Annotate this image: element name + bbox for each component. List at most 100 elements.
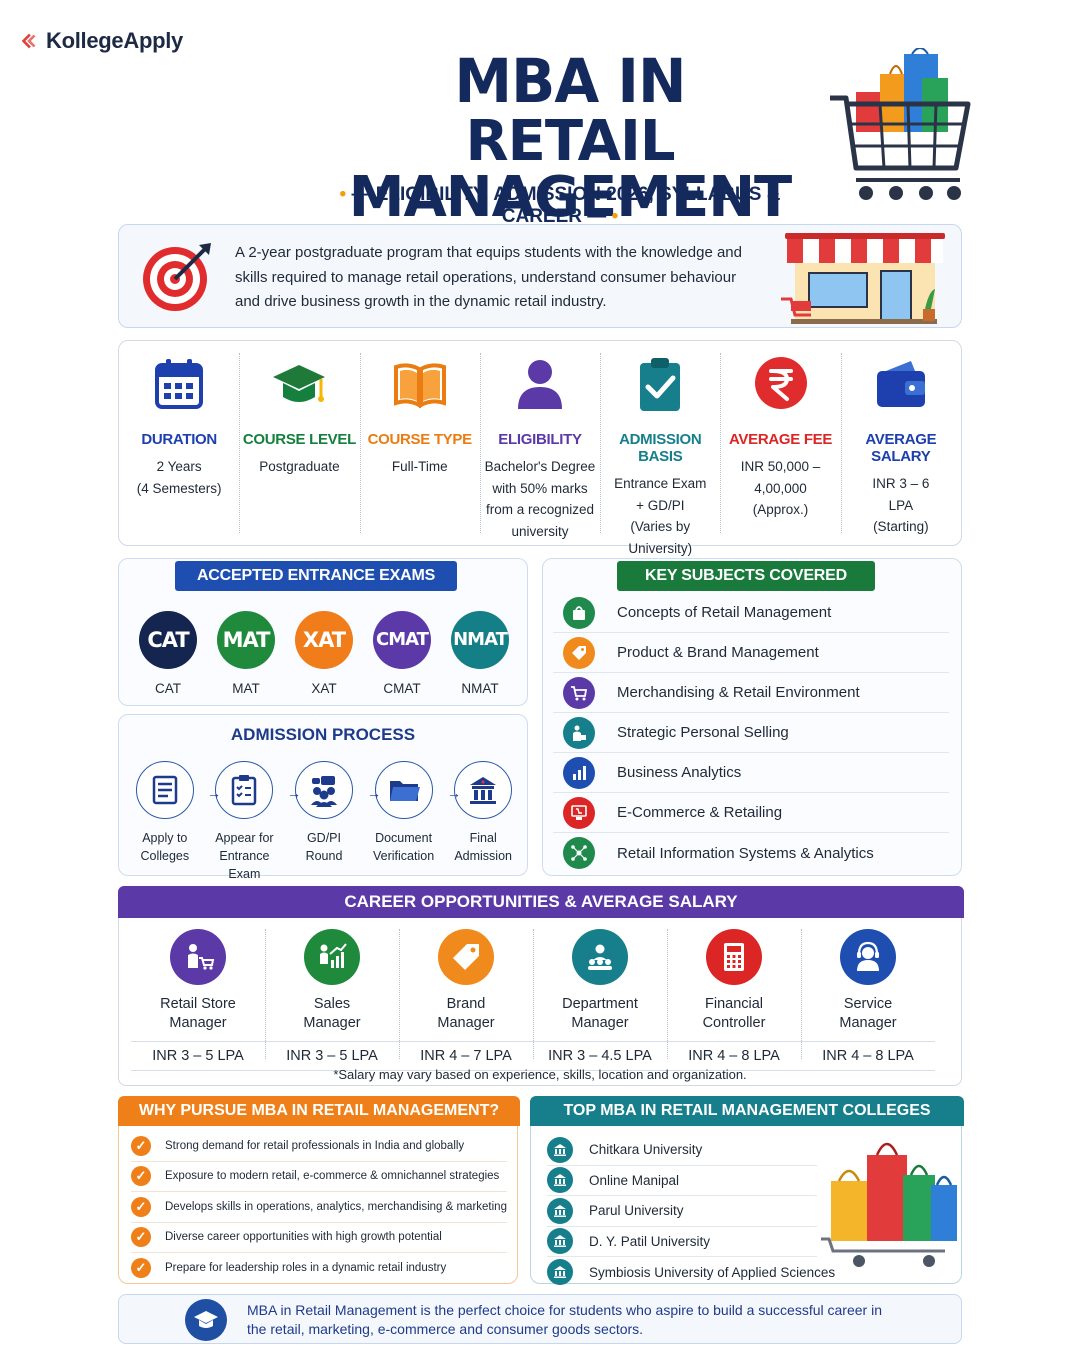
book-icon <box>393 363 446 409</box>
headset-icon <box>857 941 879 971</box>
salesperson-icon <box>573 725 586 741</box>
career-salary: INR 4 – 8 LPA <box>801 1041 935 1071</box>
key-subjects-title: KEY SUBJECTS COVERED <box>617 561 875 591</box>
career-title: Brand Manager <box>437 996 495 1031</box>
college-name: Parul University <box>589 1203 684 1219</box>
team-icon <box>588 944 612 970</box>
process-step-label: GD/PI Round <box>305 831 343 863</box>
college-name: D. Y. Patil University <box>589 1233 711 1249</box>
fact-average-salary: AVERAGE SALARY INR 3 – 6 LPA (Starting) <box>840 341 961 545</box>
exam-item: CAT CAT <box>133 611 203 696</box>
why-pursue-title: WHY PURSUE MBA IN RETAIL MANAGEMENT? <box>118 1096 520 1126</box>
exam-badge: CMAT <box>373 611 431 669</box>
fact-label: AVERAGE FEE <box>728 431 833 448</box>
subject-name: Business Analytics <box>617 764 742 781</box>
subject-item: Product & Brand Management <box>553 633 949 673</box>
subtitle-text: ELIGIBILITY, ADMISSION 2026, SYLLABUS & … <box>375 184 781 227</box>
check-icon: ✓ <box>131 1135 151 1156</box>
college-list: Chitkara University Online Manipal Parul… <box>547 1135 835 1288</box>
process-step: Final Admission <box>443 761 523 883</box>
subject-name: Concepts of Retail Management <box>617 604 832 621</box>
checklist-icon <box>232 775 257 806</box>
college-item: Parul University <box>547 1196 817 1227</box>
fact-label: ELIGIBILITY <box>498 431 582 448</box>
exam-item: XAT XAT <box>289 611 359 696</box>
title-line-2: RETAIL MANAGEMENT <box>348 109 793 230</box>
college-name: Symbiosis University of Applied Sciences <box>589 1264 836 1280</box>
process-step-label: Final Admission <box>454 831 512 863</box>
why-text: Develops skills in operations, analytics… <box>165 1200 507 1213</box>
subject-item: Retail Information Systems & Analytics <box>553 833 949 873</box>
exam-name: XAT <box>311 681 337 696</box>
subject-list: Concepts of Retail Management Product & … <box>553 593 949 873</box>
subject-item: Strategic Personal Selling <box>553 713 949 753</box>
fact-label: COURSE TYPE <box>367 431 473 448</box>
intro-text: A 2-year postgraduate program that equip… <box>235 244 742 310</box>
folder-icon <box>389 781 420 801</box>
subject-item: Business Analytics <box>553 753 949 793</box>
brand: KollegeApply <box>18 28 183 54</box>
shopping-cart-illustration-icon <box>830 48 971 200</box>
process-step-label: Apply to Colleges <box>140 831 190 863</box>
exam-badge: MAT <box>217 611 275 669</box>
footer-banner: MBA in Retail Management is the perfect … <box>118 1294 962 1344</box>
bar-chart-icon <box>573 765 586 780</box>
fact-value: Postgraduate <box>259 459 340 474</box>
wallet-icon <box>876 361 925 407</box>
fact-value: INR 50,000 – 4,00,000 (Approx.) <box>740 459 821 517</box>
career-title: Service Manager <box>839 996 897 1031</box>
career-salary: INR 3 – 4.5 LPA <box>533 1041 667 1071</box>
fact-label: ADMISSION BASIS <box>619 431 702 465</box>
college-item: Symbiosis University of Applied Sciences <box>547 1257 835 1288</box>
career-item: Brand Manager INR 4 – 7 LPA <box>399 929 533 1071</box>
career-title: Sales Manager <box>303 996 361 1031</box>
form-icon <box>152 775 178 805</box>
fact-label: AVERAGE SALARY <box>865 431 937 465</box>
subject-item: E-Commerce & Retailing <box>553 793 949 833</box>
top-colleges-panel: TOP MBA IN RETAIL MANAGEMENT COLLEGES Ch… <box>530 1096 964 1286</box>
entrance-exams-title: ACCEPTED ENTRANCE EXAMS <box>175 561 457 591</box>
exam-name: CMAT <box>383 681 421 696</box>
network-icon <box>571 845 587 861</box>
growth-chart-icon <box>320 943 347 968</box>
salary-note: *Salary may vary based on experience, sk… <box>333 1067 747 1082</box>
exam-item: MAT MAT <box>211 611 281 696</box>
process-step: Appear for Entrance Exam <box>205 761 285 883</box>
college-building-icon <box>554 1235 566 1248</box>
fact-value: Entrance Exam + GD/PI (Varies by Univers… <box>614 476 707 556</box>
exam-item: CMAT CMAT <box>367 611 437 696</box>
arrow-right-icon: → <box>447 785 461 801</box>
why-text: Exposure to modern retail, e-commerce & … <box>165 1170 500 1183</box>
cart-icon <box>571 685 588 700</box>
clipboard-check-icon <box>640 358 681 411</box>
career-opportunities-panel: CAREER OPPORTUNITIES & AVERAGE SALARY Re… <box>118 886 964 1086</box>
arrow-right-icon: → <box>367 785 381 801</box>
entrance-exams-panel: ACCEPTED ENTRANCE EXAMS CAT CAT MAT MAT … <box>118 558 528 706</box>
subject-item: Merchandising & Retail Environment <box>553 673 949 713</box>
subject-name: Retail Information Systems & Analytics <box>617 844 874 862</box>
ecommerce-icon <box>571 804 587 820</box>
exam-badge: CAT <box>139 611 197 669</box>
why-item: ✓Strong demand for retail professionals … <box>131 1131 507 1162</box>
college-item: Chitkara University <box>547 1135 817 1166</box>
process-steps: Apply to Colleges Appear for Entrance Ex… <box>125 761 523 883</box>
process-step-label: Document Verification <box>373 831 435 863</box>
tag-icon <box>453 944 479 970</box>
fact-value: INR 3 – 6 LPA (Starting) <box>872 476 930 534</box>
university-icon <box>470 777 497 804</box>
store-front-icon <box>781 233 945 324</box>
exam-name: MAT <box>232 681 260 696</box>
arrow-right-icon: → <box>287 785 301 801</box>
store-manager-icon <box>188 944 215 970</box>
page-subtitle: • — ELIGIBILITY, ADMISSION 2026, SYLLABU… <box>339 184 781 227</box>
target-icon <box>143 243 211 311</box>
key-facts-strip: DURATION 2 Years (4 Semesters) COURSE LE… <box>118 340 962 556</box>
career-title: Department Manager <box>562 996 638 1031</box>
college-building-icon <box>554 1174 566 1187</box>
check-icon: ✓ <box>131 1227 151 1248</box>
fact-admission-basis: ADMISSION BASIS Entrance Exam + GD/PI (V… <box>600 341 720 556</box>
key-subjects-panel: KEY SUBJECTS COVERED Concepts of Retail … <box>542 558 962 876</box>
subject-item: Concepts of Retail Management <box>553 593 949 633</box>
why-text: Prepare for leadership roles in a dynami… <box>165 1262 447 1275</box>
why-item: ✓Prepare for leadership roles in a dynam… <box>131 1253 507 1284</box>
